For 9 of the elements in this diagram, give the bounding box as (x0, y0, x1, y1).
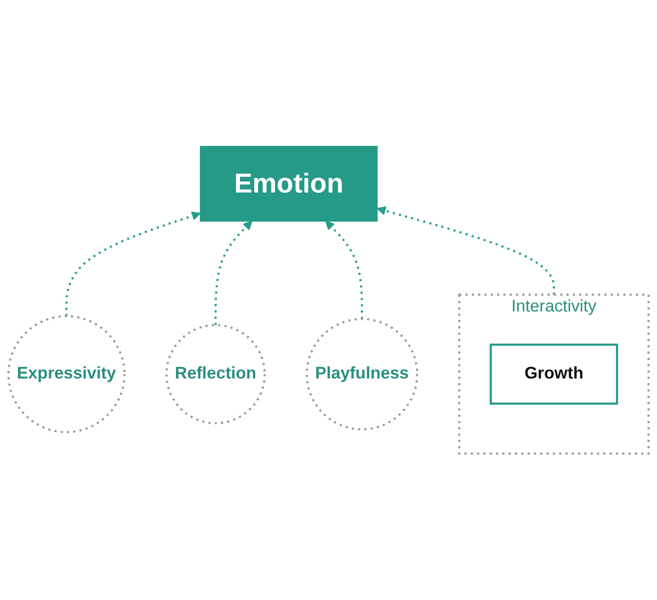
node-box: Growth (490, 344, 618, 405)
arrow (376, 206, 555, 295)
node-circle: Playfulness (306, 318, 418, 430)
node-circle: Expressivity (7, 315, 126, 434)
node-box: Emotion (200, 146, 378, 222)
arrow (65, 211, 201, 316)
arrow (325, 220, 364, 319)
node-circle: Reflection (165, 324, 266, 424)
arrow (214, 220, 252, 326)
